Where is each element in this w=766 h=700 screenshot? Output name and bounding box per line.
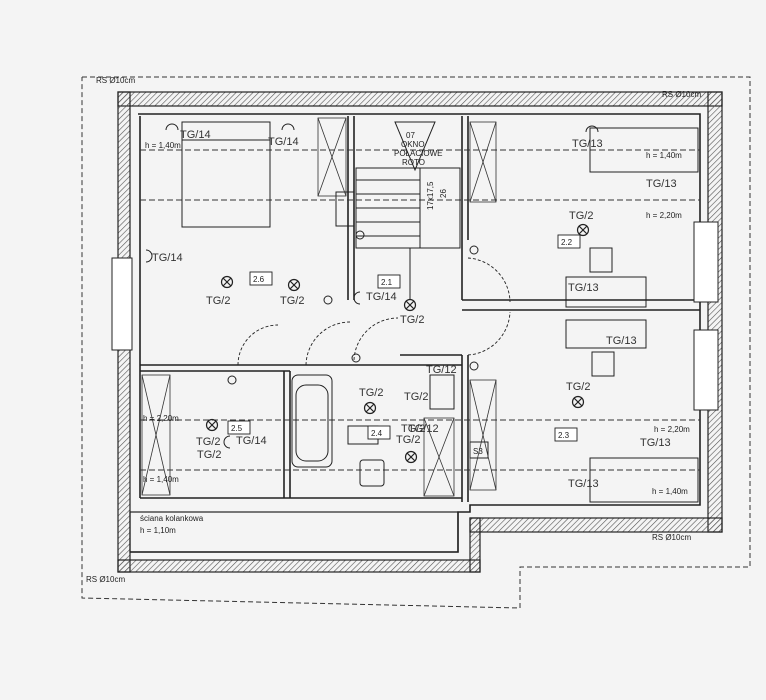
knee-wall-height: h = 1,10m	[140, 526, 176, 535]
switch-icon	[227, 375, 237, 385]
desk-icon	[565, 319, 647, 349]
room-socket-label: TG/2	[359, 387, 383, 399]
socket-label: TG/2	[396, 434, 420, 446]
room-socket-label: TG/2	[569, 210, 593, 222]
socket-label: TG/14	[180, 129, 211, 141]
stairs-dimension: 17x17,5	[426, 181, 435, 210]
height-label: h = 2,20m	[654, 425, 690, 434]
room-number: 2.6	[253, 275, 265, 284]
socket-label: TG/13	[606, 335, 637, 347]
chair-icon	[591, 351, 615, 377]
furniture	[181, 121, 699, 503]
socket-icon	[223, 435, 231, 449]
switch-icon	[469, 245, 479, 255]
side-windows	[111, 221, 719, 411]
room-number: 2.2	[561, 238, 573, 247]
socket-label: TG/12	[408, 423, 439, 435]
height-label: h = 1,40m	[143, 475, 179, 484]
height-label: h = 1,40m	[652, 487, 688, 496]
socket-label: TG/13	[572, 138, 603, 150]
socket-label: TG/13	[646, 178, 677, 190]
room-socket-label: TG/2	[566, 381, 590, 393]
switch-icon	[351, 353, 361, 363]
height-label: h = 2,20m	[646, 211, 682, 220]
lamp-icon	[571, 395, 585, 409]
boiler-icon	[335, 191, 355, 227]
lamp-icon	[205, 418, 219, 432]
room-number: 2.5	[231, 424, 243, 433]
room-number: 2.4	[371, 429, 383, 438]
washer-icon	[429, 374, 455, 410]
interior-walls	[129, 113, 701, 553]
socket-label: TG/2	[197, 449, 221, 461]
socket-icon	[585, 125, 599, 133]
socket-label: TG/2	[280, 295, 304, 307]
rs-label-top-left: RS Ø10cm	[96, 76, 135, 85]
roof-outline	[81, 76, 751, 609]
knee-wall-label: ściana kolankowa	[140, 514, 204, 523]
roof-window-icon	[394, 121, 436, 172]
rs-label-bottom-right: RS Ø10cm	[652, 533, 691, 542]
socket-label: TG/13	[568, 478, 599, 490]
bed-icon	[181, 121, 271, 228]
rs-label-top-right: RS Ø10cm	[662, 90, 701, 99]
height-label: h = 2,20m	[143, 414, 179, 423]
ceiling-lamps	[205, 223, 590, 464]
room-socket-label: TG/2	[400, 314, 424, 326]
roof-window-crosses	[141, 117, 497, 497]
room-socket-label: TG/2	[206, 295, 230, 307]
socket-label: TG/14	[236, 435, 267, 447]
roof-window-label: 07	[406, 131, 415, 140]
height-label: h = 1,40m	[145, 141, 181, 150]
socket-icon	[165, 123, 179, 131]
socket-label: TG/12	[426, 364, 457, 376]
bathtub-icon	[291, 374, 333, 468]
switch-icon	[469, 361, 479, 371]
bed-icon	[589, 457, 699, 503]
socket-label: TG/14	[152, 252, 183, 264]
roof-window-label: POŁACIOWE	[394, 149, 442, 158]
socket-label: TG/13	[640, 437, 671, 449]
roof-window-label: ROTO	[402, 158, 425, 167]
socket-icon	[145, 249, 153, 263]
room-number: 2.1	[381, 278, 393, 287]
socket-label: TG/14	[268, 136, 299, 148]
s3-label: S3	[473, 447, 483, 456]
toilet-icon	[359, 459, 385, 487]
door-swings	[237, 257, 511, 366]
stairs-count: 26	[439, 189, 448, 198]
room-number-boxes	[227, 234, 581, 442]
lamp-icon	[403, 298, 417, 312]
rs-label-bottom-left: RS Ø10cm	[86, 575, 125, 584]
switch-icon	[323, 295, 333, 305]
bed-icon	[589, 127, 699, 173]
height-label: h = 1,40m	[646, 151, 682, 160]
roof-window-label: OKNO	[401, 140, 425, 149]
lamp-icon	[287, 278, 301, 292]
staircase	[355, 121, 461, 300]
lamp-icon	[576, 223, 590, 237]
socket-label: TG/13	[568, 282, 599, 294]
room-number: 2.3	[558, 431, 570, 440]
socket-symbols	[145, 123, 599, 449]
switch-icon	[355, 230, 365, 240]
socket-icon	[281, 123, 295, 131]
chair-icon	[589, 247, 613, 273]
desk-icon	[565, 276, 647, 308]
socket-label: TG/2	[401, 423, 425, 435]
exterior-walls	[117, 91, 723, 573]
socket-label: TG/2	[404, 391, 428, 403]
socket-icon	[353, 291, 361, 305]
lamp-icon	[220, 275, 234, 289]
socket-label: TG/14	[366, 291, 397, 303]
lamp-icon	[363, 401, 377, 415]
lamp-icon	[404, 450, 418, 464]
room-socket-label: TG/2	[196, 436, 220, 448]
